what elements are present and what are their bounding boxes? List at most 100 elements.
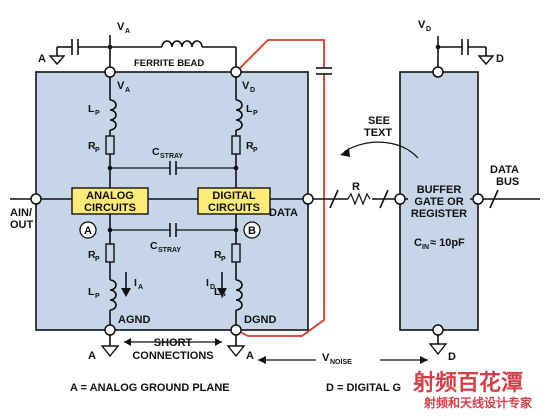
see-text-label-2: TEXT — [364, 127, 392, 139]
lp-upper-digital-sub: P — [253, 110, 258, 117]
ground-symbol-a-top — [48, 55, 66, 66]
vd-pin — [230, 66, 242, 78]
cin-value: ≈ 10pF — [430, 237, 465, 249]
buffer-label-1: BUFFER — [417, 184, 462, 196]
vd-top-label-sub: D — [426, 26, 431, 33]
rp-upper-analog: R — [88, 140, 96, 152]
digital-lower-path — [231, 214, 243, 325]
legend-analog-ground: A = ANALOG GROUND PLANE — [70, 382, 230, 394]
lp-lower-digital: L — [214, 286, 221, 298]
ain-out-label-1: AIN/ — [10, 207, 32, 219]
buffer-supply — [435, 36, 495, 72]
digital-circuits-block — [197, 187, 271, 215]
cin-label: C — [414, 237, 422, 249]
d-bottom-label: D — [448, 351, 456, 363]
node-b-label: B — [248, 225, 256, 237]
data-bus-label-1: DATA — [490, 164, 519, 176]
watermark-line-2: 射频和天线设计专家 — [423, 395, 533, 410]
digital-upper-path — [231, 77, 243, 192]
analog-circuits-label-2: CIRCUITS — [84, 202, 136, 214]
r-label: R — [352, 181, 360, 193]
ground-symbol-agnd — [100, 345, 120, 358]
vd-top-label: V — [418, 19, 426, 31]
lower-stray-capacitor — [110, 223, 236, 237]
ia-label: I — [134, 277, 137, 289]
series-resistor-r — [347, 192, 371, 206]
ground-symbol-d-bottom — [428, 343, 448, 356]
analog-lower-inductor — [109, 279, 117, 311]
ain-pin — [30, 193, 42, 205]
ferrite-bead-inductor — [161, 40, 203, 48]
data-bus-label-2: BUS — [496, 176, 519, 188]
see-text-label-1: SEE — [368, 115, 390, 127]
analog-lower-path — [105, 214, 117, 325]
lp-upper-analog: L — [88, 103, 95, 115]
id-label: I — [206, 277, 209, 289]
a-top-ground-label: A — [38, 53, 46, 65]
short-connections-arrow — [124, 338, 222, 346]
vnoise-label: V — [322, 352, 330, 364]
node-a-label: A — [84, 225, 92, 237]
buffer-in-pin — [394, 193, 406, 205]
buffer-label-2: GATE OR — [414, 196, 463, 208]
cstray-upper-label: C — [152, 146, 160, 158]
lp-lower-analog-sub: P — [95, 293, 100, 300]
digital-lower-inductor — [235, 279, 243, 311]
lp-upper-analog-sub: P — [95, 110, 100, 117]
agnd-label: AGND — [118, 314, 150, 326]
data-out-pin — [302, 193, 314, 205]
buffer-vd-pin — [432, 66, 444, 78]
rp-lower-digital-sub: P — [221, 256, 226, 263]
vd-pin-label: V — [242, 80, 250, 92]
cstray-upper-label-sub: STRAY — [160, 153, 183, 160]
digital-upper-inductor — [235, 99, 243, 131]
ground-a-left-label: A — [88, 350, 96, 362]
ain-out-label-2: OUT — [10, 219, 34, 231]
vnoise-label-sub: NOISE — [330, 359, 352, 366]
cstray-lower-label: C — [150, 240, 158, 252]
analog-upper-inductor — [109, 99, 117, 131]
cstray-lower-label-sub: STRAY — [158, 247, 181, 254]
dgnd-label: DGND — [244, 314, 276, 326]
lp-lower-digital-sub: P — [221, 293, 226, 300]
node-b-marker — [243, 221, 261, 239]
d-top-ground-label: D — [496, 53, 504, 65]
upper-stray-capacitor — [110, 161, 236, 175]
analog-circuits-label-1: ANALOG — [86, 190, 134, 202]
rp-upper-analog-sub: P — [95, 147, 100, 154]
buffer-register-body — [399, 71, 479, 331]
node-a-marker — [79, 221, 97, 239]
va-pin-label-sub: A — [125, 87, 130, 94]
rp-upper-digital: R — [246, 140, 254, 152]
va-top-label: V — [117, 21, 125, 33]
id-arrow — [217, 272, 227, 297]
rp-lower-digital: R — [214, 249, 222, 261]
short-connections-label-2: CONNECTIONS — [132, 350, 213, 362]
agnd-pin — [104, 324, 116, 336]
va-pin-label: V — [117, 80, 125, 92]
watermark: 射频百花潭 射频和天线设计专家 — [412, 370, 533, 410]
signal-line — [10, 189, 540, 209]
ground-symbol-d-top — [477, 55, 495, 66]
buffer-out-pin — [472, 193, 484, 205]
ia-label-sub: A — [138, 284, 143, 291]
ground-symbol-dgnd — [226, 345, 246, 358]
rp-lower-analog-sub: P — [95, 256, 100, 263]
rp-lower-analog: R — [88, 249, 96, 261]
lp-lower-analog: L — [88, 286, 95, 298]
id-label-sub: D — [210, 284, 215, 291]
buffer-gnd-pin — [432, 324, 444, 336]
vd-pin-label-sub: D — [250, 87, 255, 94]
digital-circuits-label-2: CIRCUITS — [208, 202, 260, 214]
top-supply-rail — [48, 35, 237, 72]
va-top-label-sub: A — [125, 28, 130, 35]
short-connections-label-1: SHORT — [154, 337, 193, 349]
see-text-arrow — [343, 141, 419, 159]
buffer-label-3: REGISTER — [411, 208, 467, 220]
ground-a-right-label: A — [246, 350, 254, 362]
watermark-line-1: 射频百花潭 — [412, 370, 523, 395]
ferrite-bead-label: FERRITE BEAD — [134, 58, 204, 69]
analog-upper-path — [105, 77, 117, 192]
